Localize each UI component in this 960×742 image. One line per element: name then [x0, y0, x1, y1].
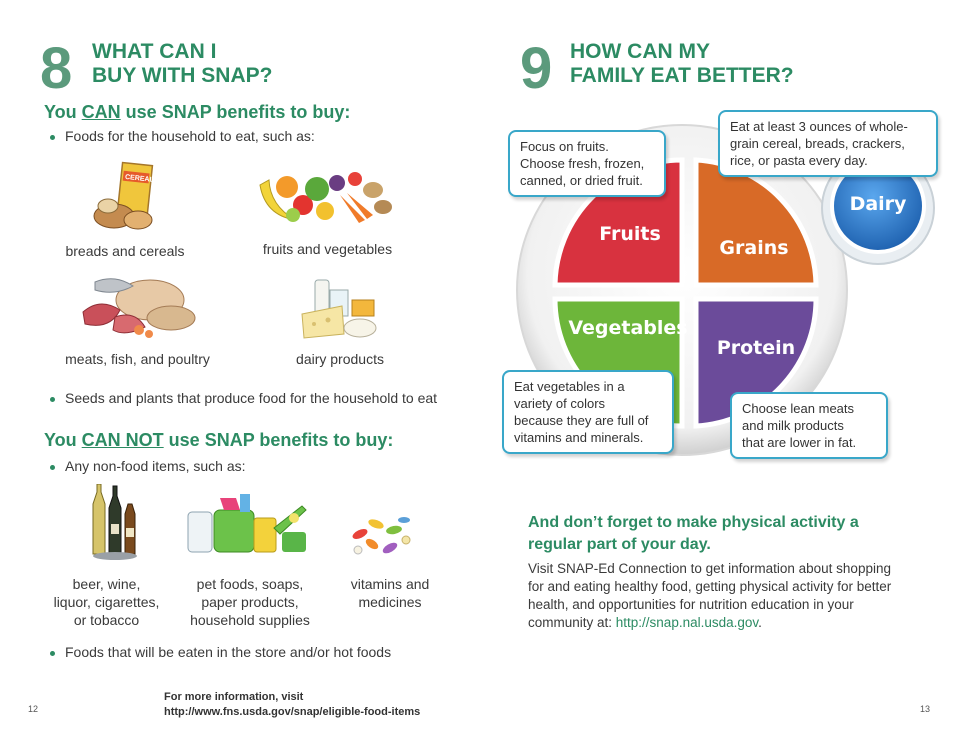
nonfood-caption-household-line2: paper products, [201, 594, 299, 610]
can-prefix: You [44, 102, 82, 122]
can-bullet-foods-text: Foods for the household to eat, such as: [65, 128, 315, 144]
visit-line4: community at: http://snap.nal.usda.gov. [528, 614, 891, 632]
callout-protein-line3: that are lower in fat. [742, 435, 857, 450]
visit-line4-prefix: community at: [528, 615, 616, 630]
plate-label-fruits: Fruits [599, 223, 661, 245]
activity-heading: And don’t forget to make physical activi… [528, 512, 859, 556]
callout-fruits-line2: Choose fresh, frozen, [520, 156, 645, 171]
meats-fish-poultry-illustration [82, 278, 196, 338]
cannot-subheading: You CAN NOT use SNAP benefits to buy: [44, 430, 393, 451]
nonfood-caption-vitamins: vitamins and medicines [340, 575, 440, 611]
food-caption-fruits: fruits and vegetables [262, 241, 393, 257]
visit-line4-suffix: . [758, 615, 762, 630]
cannot-bullet-hotfoods-text: Foods that will be eaten in the store an… [65, 644, 392, 660]
nonfood-caption-alcohol-line1: beer, wine, [72, 576, 141, 592]
food-caption-meats: meats, fish, and poultry [65, 351, 210, 367]
cannot-suffix: use SNAP benefits to buy: [163, 430, 394, 450]
nonfood-caption-alcohol-line3: or tobacco [73, 612, 140, 628]
callout-protein-line1: Choose lean meats [742, 401, 855, 416]
nonfood-caption-vitamins-line2: medicines [358, 594, 422, 610]
callout-grains-line2: grain cereal, breads, crackers, [730, 136, 905, 151]
cannot-bullet-nonfood-text: Any non-food items, such as: [65, 458, 246, 474]
can-bullet-foods: Foods for the household to eat, such as: [50, 128, 315, 144]
alcohol-tobacco-illustration [92, 484, 137, 560]
callout-vegetables: Eat vegetables in a variety of colors be… [502, 370, 674, 454]
plate-label-dairy: Dairy [850, 193, 907, 215]
right-title: HOW CAN MY FAMILY EAT BETTER? [570, 40, 794, 88]
left-title: WHAT CAN I BUY WITH SNAP? [92, 40, 272, 88]
dairy-products-illustration [301, 279, 377, 339]
callout-fruits-line1: Focus on fruits. [520, 139, 609, 154]
callout-protein-line2: and milk products [742, 418, 844, 433]
can-word: CAN [81, 102, 121, 122]
activity-heading-line2: regular part of your day. [528, 536, 711, 553]
visit-line1: Visit SNAP-Ed Connection to get informat… [528, 561, 891, 576]
visit-line3: health, and opportunities for nutrition … [528, 597, 854, 612]
callout-vegetables-line3: because they are full of [514, 413, 649, 428]
plate-label-protein: Protein [717, 337, 795, 359]
nonfood-caption-alcohol-line2: liquor, cigarettes, [53, 594, 160, 610]
right-title-line2: FAMILY EAT BETTER? [570, 64, 794, 87]
footer-more-info-link[interactable]: http://www.fns.usda.gov/snap/eligible-fo… [164, 706, 421, 718]
left-title-line2: BUY WITH SNAP? [92, 64, 273, 87]
cannot-prefix: You [44, 430, 82, 450]
cereal-box-label: CEREAL [125, 174, 155, 184]
plate-label-grains: Grains [719, 237, 788, 259]
nonfood-caption-alcohol: beer, wine, liquor, cigarettes, or tobac… [44, 575, 169, 629]
plate-protein-section [693, 296, 819, 429]
can-subheading: You CAN use SNAP benefits to buy: [44, 102, 350, 123]
food-caption-dairy: dairy products [296, 351, 384, 367]
cannot-bullet-nonfood: Any non-food items, such as: [50, 458, 246, 474]
section-number-9: 9 [520, 36, 553, 101]
visit-line2: for and eating healthy food, getting phy… [528, 579, 892, 594]
callout-vegetables-line1: Eat vegetables in a [514, 379, 625, 394]
cannot-bullet-hotfoods: Foods that will be eaten in the store an… [50, 644, 391, 660]
right-title-line1: HOW CAN MY [570, 40, 710, 63]
can-bullet-seeds-text: Seeds and plants that produce food for t… [65, 390, 438, 406]
callout-grains-line1: Eat at least 3 ounces of whole- [730, 119, 908, 134]
visit-paragraph: Visit SNAP-Ed Connection to get informat… [528, 560, 891, 632]
callout-fruits: Focus on fruits. Choose fresh, frozen, c… [508, 130, 666, 197]
food-caption-breads: breads and cereals [65, 243, 185, 259]
callout-grains-line3: rice, or pasta every day. [730, 153, 868, 168]
nonfood-caption-household: pet foods, soaps, paper products, househ… [180, 575, 320, 629]
cannot-word: CAN NOT [81, 430, 164, 450]
bullet-dot [50, 396, 55, 402]
callout-protein: Choose lean meats and milk products that… [730, 392, 888, 459]
bullet-dot [50, 134, 55, 140]
footer-more-info-text: For more information, visit [164, 691, 304, 703]
nonfood-caption-household-line3: household supplies [190, 612, 310, 628]
activity-heading-line1: And don’t forget to make physical activi… [528, 514, 859, 531]
callout-grains: Eat at least 3 ounces of whole- grain ce… [718, 110, 938, 177]
left-title-line1: WHAT CAN I [92, 40, 217, 63]
can-suffix: use SNAP benefits to buy: [120, 102, 351, 122]
fruits-vegetables-illustration [259, 172, 392, 223]
callout-vegetables-line4: vitamins and minerals. [514, 430, 644, 445]
nonfood-caption-household-line1: pet foods, soaps, [196, 576, 304, 592]
plate-label-vegetables: Vegetables [568, 317, 687, 339]
vitamins-medicines-illustration [352, 517, 411, 555]
household-supplies-illustration [187, 494, 307, 553]
section-number-8: 8 [40, 36, 73, 101]
can-bullet-seeds: Seeds and plants that produce food for t… [50, 390, 437, 406]
footer-more-info: For more information, visit http://www.f… [164, 690, 420, 720]
page-number-right: 13 [920, 704, 931, 714]
callout-fruits-line3: canned, or dried fruit. [520, 173, 643, 188]
nonfood-caption-vitamins-line1: vitamins and [350, 576, 430, 592]
callout-vegetables-line2: variety of colors [514, 396, 606, 411]
breads-cereals-illustration: CEREAL [93, 161, 155, 230]
bullet-dot [50, 464, 55, 470]
snap-ed-link[interactable]: http://snap.nal.usda.gov [615, 615, 759, 630]
page-number-left: 12 [28, 704, 39, 714]
bullet-dot [50, 650, 55, 656]
myplate-graphic: Fruits Grains Vegetables Protein Dairy [516, 124, 935, 456]
